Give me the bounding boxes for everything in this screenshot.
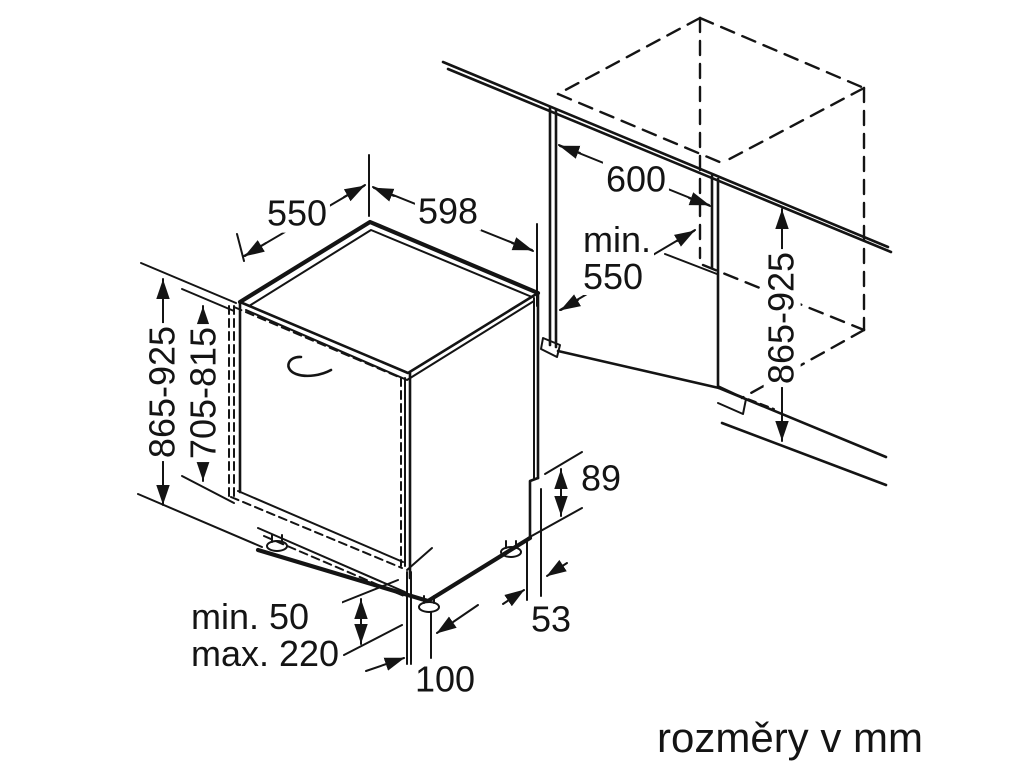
- units-caption: rozměry v mm: [657, 714, 923, 761]
- dim-label-front-foot-offset: 100: [411, 661, 479, 699]
- dim-label-front-panel-height: 705-815: [183, 323, 224, 463]
- dim-label-niche-height: 865-925: [761, 248, 802, 388]
- dim-front-foot-offset-100: [365, 571, 479, 672]
- dishwasher-body: [237, 219, 541, 580]
- floor-lines: [717, 386, 888, 487]
- cavity-dashed-box: [556, 16, 866, 400]
- door-handle-curve: [287, 355, 333, 378]
- dim-label-niche-width: 600: [602, 161, 670, 199]
- niche-worktop: [441, 60, 893, 254]
- dishwasher-plinth: [255, 476, 540, 604]
- adjustable-foot: [500, 540, 522, 558]
- dim-label-rear-step: 89: [577, 460, 625, 498]
- dim-label-niche-depth: min. 550: [580, 221, 655, 296]
- niche-side-panel: [540, 105, 721, 390]
- adjustable-foot: [418, 595, 440, 613]
- dim-rear-foot-offset-53: [502, 488, 568, 607]
- adjustable-feet: [266, 534, 522, 613]
- dim-label-top-width: 598: [414, 193, 482, 231]
- adjustable-foot: [266, 534, 288, 552]
- dim-label-overall-height: 865-925: [142, 322, 183, 462]
- dim-label-top-depth: 550: [263, 195, 331, 233]
- dim-label-plinth-clearance: min. 50 max. 220: [188, 598, 343, 673]
- dim-plinth-clearance: [332, 579, 403, 656]
- dim-label-rear-foot-offset: 53: [527, 601, 575, 639]
- dishwasher-door: [228, 305, 406, 569]
- dim-rear-step-89: [527, 451, 583, 539]
